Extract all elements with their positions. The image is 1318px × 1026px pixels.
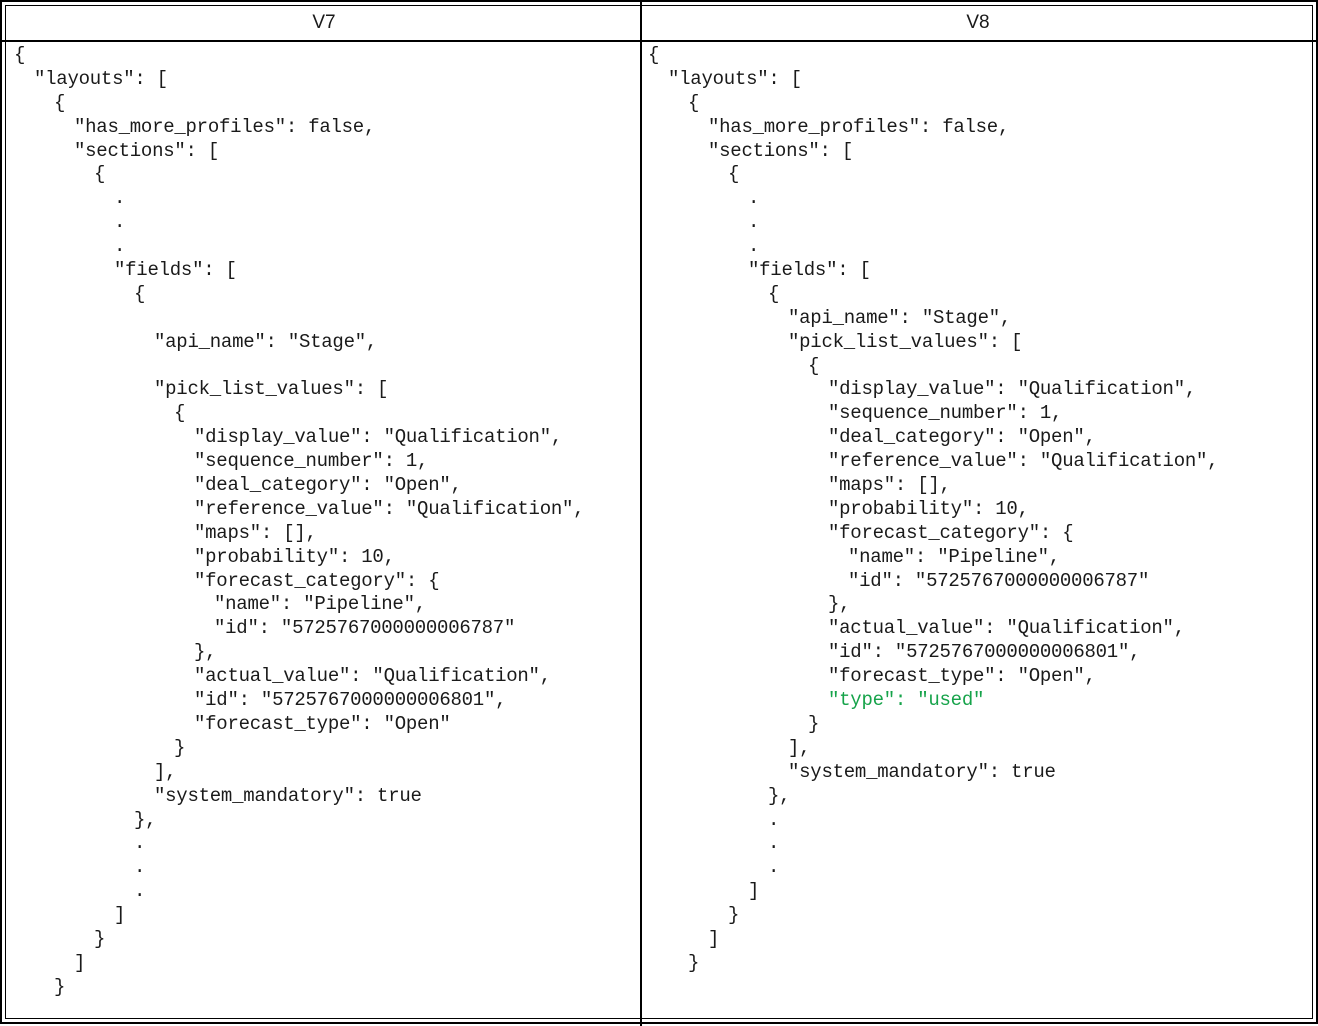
code-line: . [748, 211, 760, 234]
code-line: "has_more_profiles": false, [708, 115, 1010, 138]
code-line: } [728, 904, 740, 927]
column-header-v8: V8 [966, 12, 990, 33]
code-line: } [808, 712, 820, 735]
code-line: "sections": [ [708, 139, 853, 162]
column-divider [640, 2, 642, 1026]
code-line: ], [154, 760, 177, 783]
code-line: . [748, 187, 760, 210]
column-header-v7: V7 [312, 12, 336, 33]
code-line: { [808, 354, 820, 377]
code-line: "deal_category": "Open", [194, 474, 462, 497]
code-line: "forecast_type": "Open", [828, 665, 1096, 688]
code-line: { [728, 163, 740, 186]
code-line: ] [74, 951, 86, 974]
code-line: "api_name": "Stage", [154, 330, 378, 353]
code-line: "fields": [ [748, 259, 871, 282]
code-line: "system_mandatory": true [788, 760, 1056, 783]
code-line: "probability": 10, [828, 497, 1029, 520]
code-line: "id": "5725767000000006787" [214, 617, 516, 640]
code-line: "sequence_number": 1, [194, 450, 429, 473]
code-line: "deal_category": "Open", [828, 426, 1096, 449]
code-line: . [134, 880, 146, 903]
code-line: "id": "5725767000000006801", [828, 641, 1141, 664]
table-header-row: V7 V8 [2, 2, 1318, 42]
code-line: "id": "5725767000000006801", [194, 689, 507, 712]
code-line: }, [828, 593, 851, 616]
code-line: "display_value": "Qualification", [828, 378, 1197, 401]
code-line: { [648, 44, 660, 66]
code-line [14, 355, 584, 379]
code-line: }, [134, 808, 157, 831]
code-line: "probability": 10, [194, 545, 395, 568]
code-line: }, [194, 641, 217, 664]
code-line: } [174, 736, 186, 759]
code-line: { [688, 91, 700, 114]
code-line: } [54, 975, 66, 998]
code-line: { [768, 282, 780, 305]
code-line: "system_mandatory": true [154, 784, 422, 807]
code-line: "reference_value": "Qualification", [828, 450, 1219, 473]
code-line: . [134, 832, 146, 855]
code-line: ] [708, 927, 720, 950]
code-line: . [768, 856, 780, 879]
code-line: "forecast_category": { [828, 521, 1074, 544]
code-line: "name": "Pipeline", [848, 545, 1060, 568]
code-line: "layouts": [ [34, 67, 168, 90]
code-line: "has_more_profiles": false, [74, 115, 376, 138]
code-line: } [688, 951, 700, 974]
code-line: ] [748, 880, 760, 903]
code-line: { [94, 163, 106, 186]
code-line: "sections": [ [74, 139, 219, 162]
code-line: "sequence_number": 1, [828, 402, 1063, 425]
code-line: "fields": [ [114, 259, 237, 282]
code-line: "maps": [], [828, 474, 951, 497]
code-line [14, 307, 584, 331]
code-line: "actual_value": "Qualification", [194, 665, 551, 688]
v8-json-code-block: {"layouts": [{"has_more_profiles": false… [648, 44, 1219, 976]
code-line: "actual_value": "Qualification", [828, 617, 1185, 640]
code-line: "pick_list_values": [ [154, 378, 389, 401]
code-line: { [134, 282, 146, 305]
code-line: { [54, 91, 66, 114]
code-line: { [14, 44, 26, 66]
added-code-line: "type": "used" [828, 689, 985, 712]
code-line: . [134, 856, 146, 879]
code-line: . [114, 187, 126, 210]
v7-json-code-block: {"layouts": [{"has_more_profiles": false… [14, 44, 585, 1000]
code-line: ] [114, 904, 126, 927]
code-line: "display_value": "Qualification", [194, 426, 563, 449]
code-line: . [748, 235, 760, 258]
code-line: "pick_list_values": [ [788, 330, 1023, 353]
code-line: "api_name": "Stage", [788, 306, 1012, 329]
code-line: "forecast_category": { [194, 569, 440, 592]
code-line: "name": "Pipeline", [214, 593, 426, 616]
code-line: . [768, 832, 780, 855]
code-line: ], [788, 736, 811, 759]
code-line: "id": "5725767000000006787" [848, 569, 1150, 592]
code-line: . [768, 808, 780, 831]
code-line: } [94, 927, 106, 950]
code-line: }, [768, 784, 791, 807]
code-line: "layouts": [ [668, 67, 802, 90]
code-line: . [114, 211, 126, 234]
code-line: "forecast_type": "Open" [194, 712, 451, 735]
code-line: . [114, 235, 126, 258]
code-line: "reference_value": "Qualification", [194, 497, 585, 520]
code-line: { [174, 402, 186, 425]
code-line: "maps": [], [194, 521, 317, 544]
